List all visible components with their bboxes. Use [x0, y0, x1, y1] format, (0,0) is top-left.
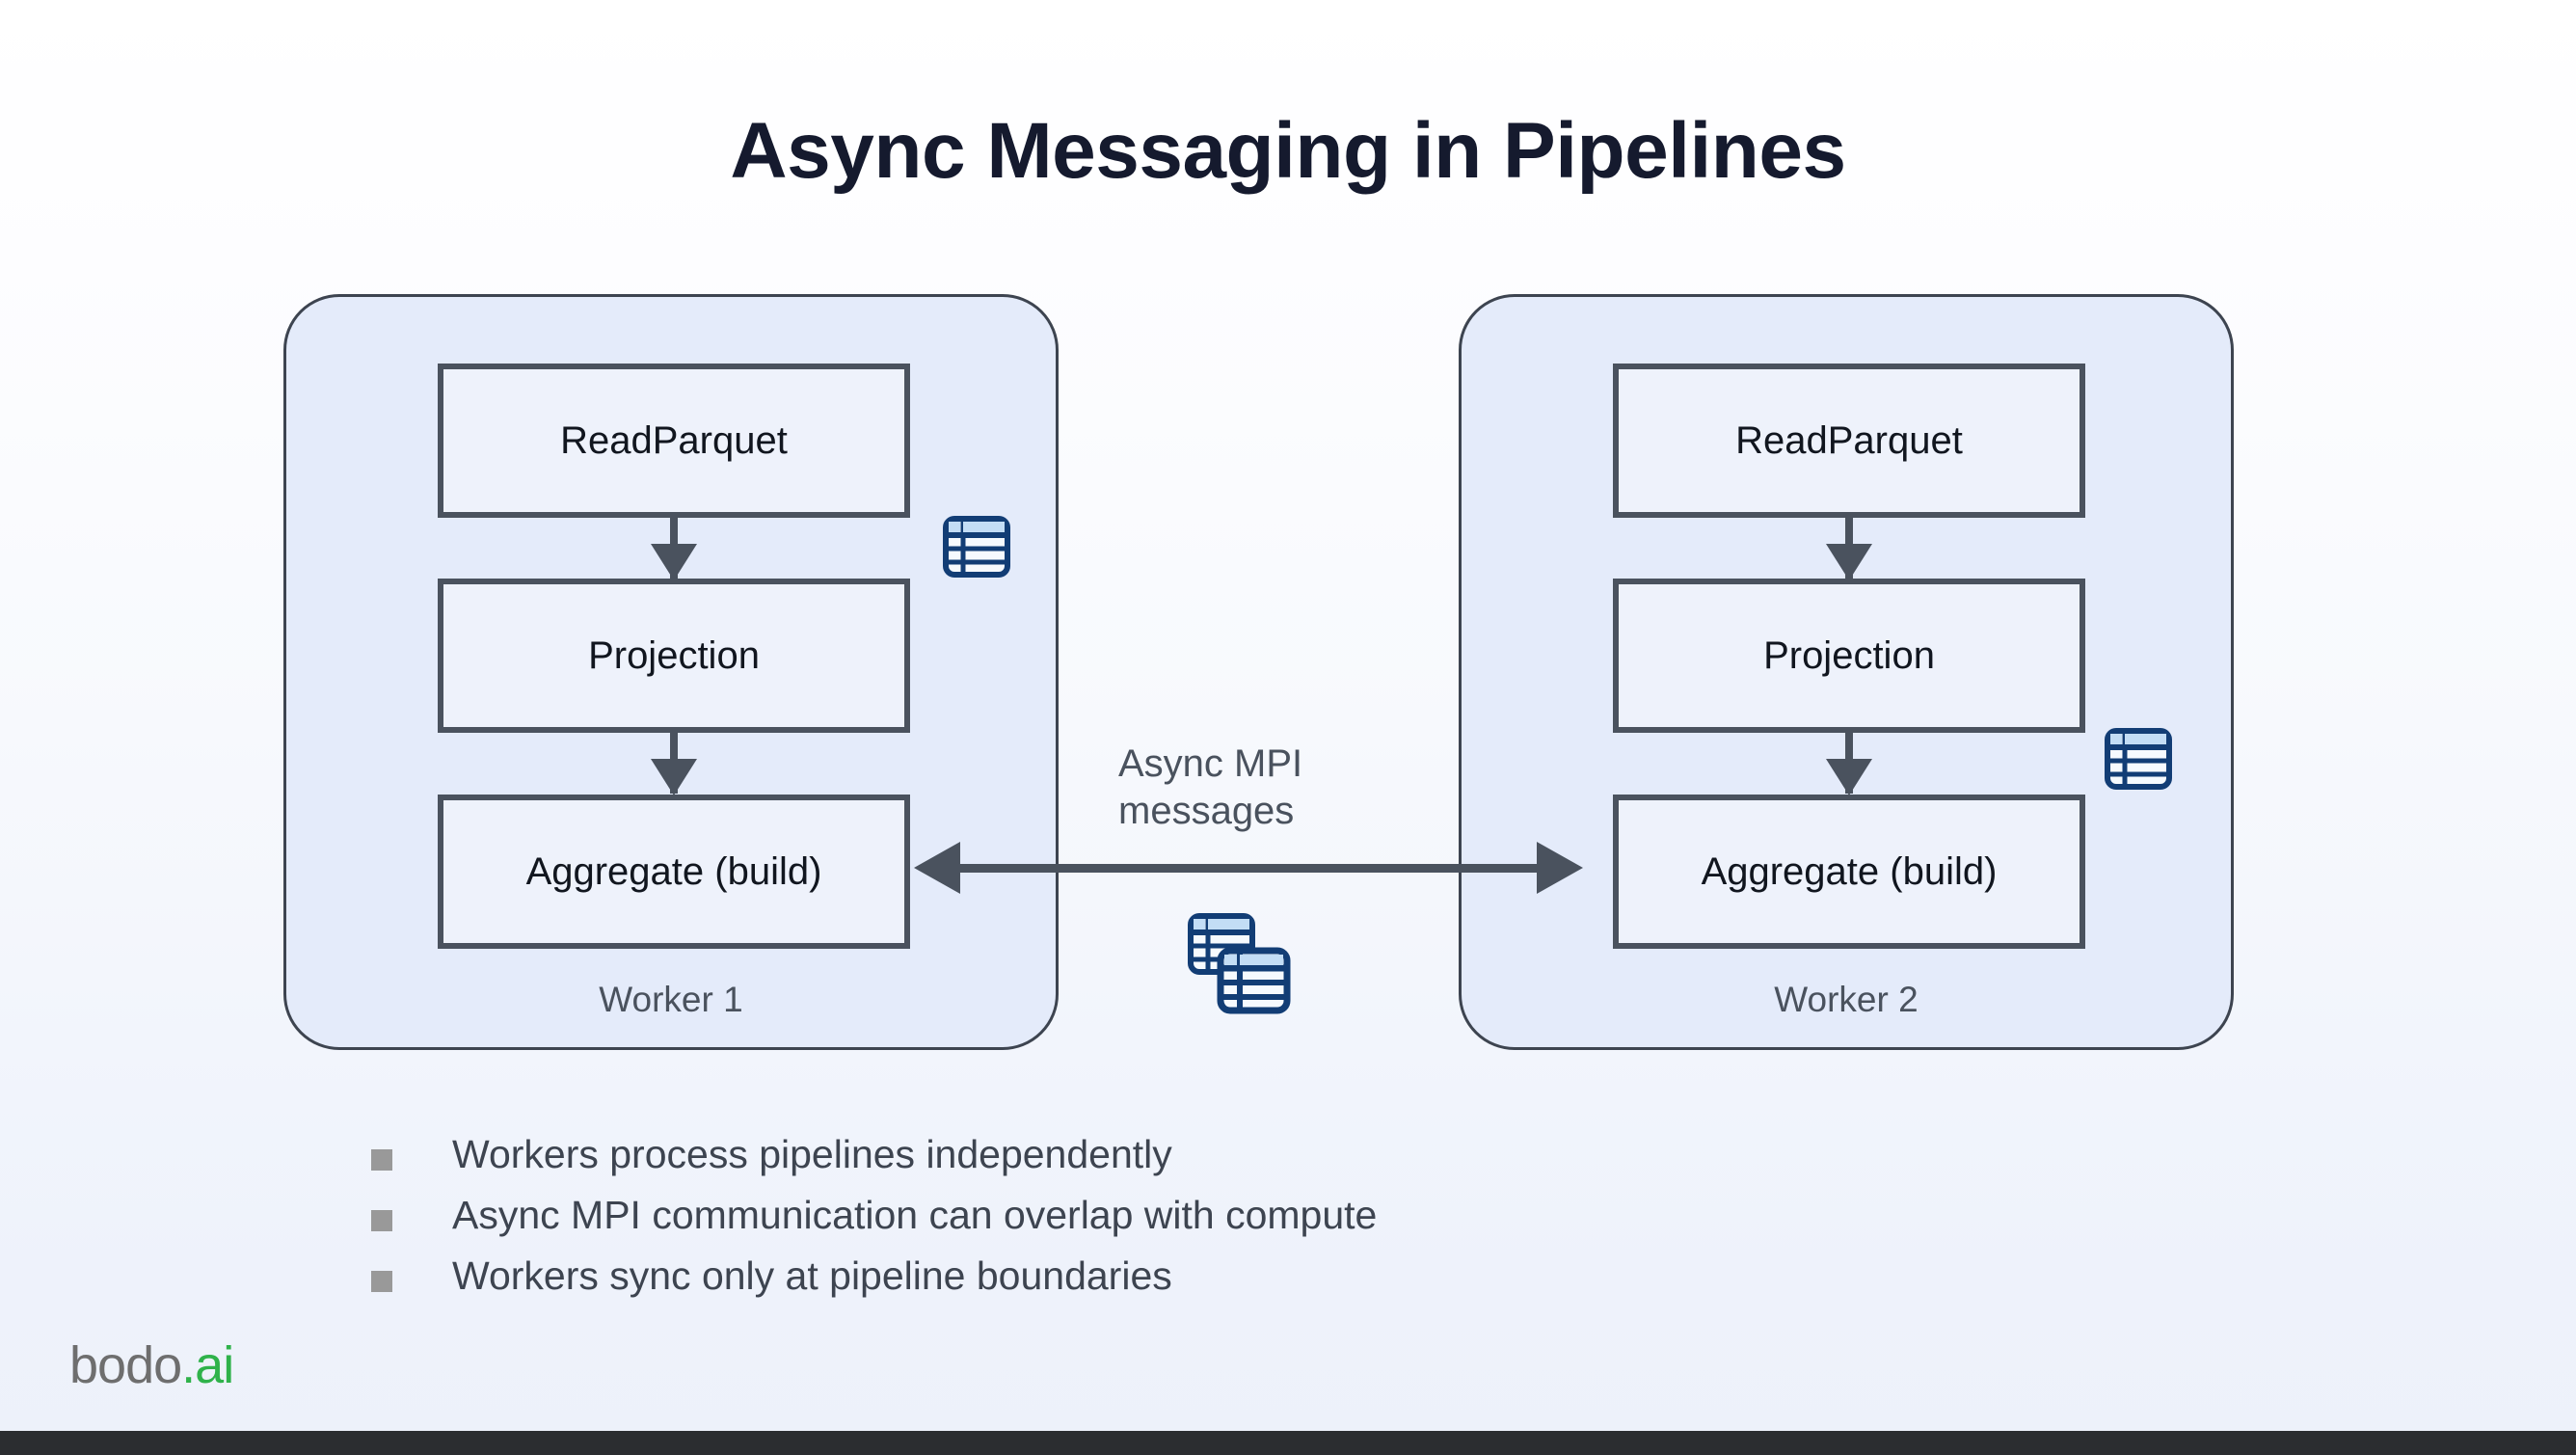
worker-2-operator-aggregate: Aggregate (build)	[1613, 795, 2085, 949]
bullet-square-icon	[371, 1210, 392, 1231]
table-icon	[943, 516, 1010, 582]
page-title: Async Messaging in Pipelines	[730, 107, 1846, 195]
bottom-bar	[0, 1431, 2576, 1455]
worker-2-arrow-1	[1826, 518, 1872, 580]
list-item: Workers process pipelines independently	[371, 1132, 1377, 1194]
logo-dot: .	[181, 1336, 196, 1394]
worker-2-container: ReadParquet Projection Aggregate (build)…	[1459, 294, 2234, 1050]
logo-ai-text: ai	[195, 1336, 234, 1394]
stacked-tables-icon	[1186, 911, 1292, 1020]
bullet-square-icon	[371, 1271, 392, 1292]
mpi-arrow-line	[954, 864, 1543, 873]
bullet-text: Workers sync only at pipeline boundaries	[452, 1253, 1172, 1298]
worker-1-operator-aggregate: Aggregate (build)	[438, 795, 910, 949]
mpi-arrow-head-left-icon	[914, 842, 960, 894]
worker-2-label: Worker 2	[1774, 980, 1919, 1019]
mpi-arrow-head-right-icon	[1537, 842, 1583, 894]
worker-1-operator-readparquet: ReadParquet	[438, 364, 910, 518]
bullet-text: Async MPI communication can overlap with…	[452, 1193, 1378, 1237]
bullet-text: Workers process pipelines independently	[452, 1132, 1172, 1176]
logo-bodo-text: bodo	[69, 1336, 182, 1394]
worker-1-operator-projection: Projection	[438, 579, 910, 733]
bullet-list: Workers process pipelines independently …	[371, 1132, 1378, 1315]
worker-1-container: ReadParquet Projection Aggregate (build)…	[283, 294, 1059, 1050]
worker-2-operator-readparquet: ReadParquet	[1613, 364, 2085, 518]
worker-1-arrow-2	[651, 733, 697, 795]
list-item: Async MPI communication can overlap with…	[371, 1193, 1378, 1254]
worker-2-arrow-2	[1826, 733, 1872, 795]
list-item: Workers sync only at pipeline boundaries	[371, 1253, 1377, 1315]
worker-1-label: Worker 1	[599, 980, 743, 1019]
worker-2-operator-projection: Projection	[1613, 579, 2085, 733]
mpi-connector-label: Async MPI messages	[1118, 742, 1303, 832]
bodo-ai-logo: bodo.ai	[69, 1335, 234, 1395]
bullet-square-icon	[371, 1149, 392, 1171]
table-icon	[2105, 728, 2172, 795]
worker-1-arrow-1	[651, 518, 697, 580]
